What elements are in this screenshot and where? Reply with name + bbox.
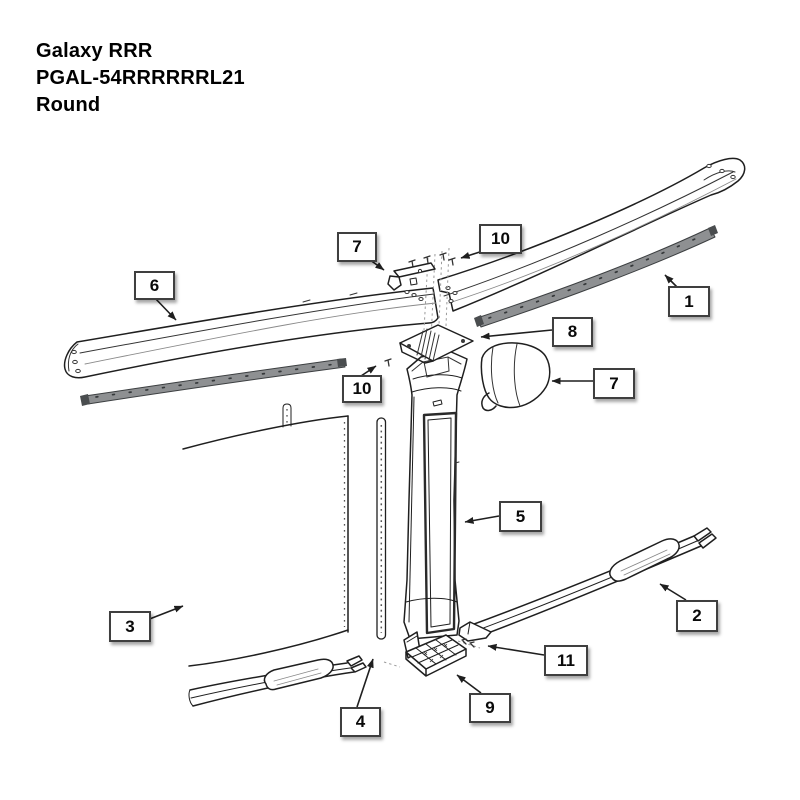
arrow-11 (487, 643, 545, 656)
joiner-plate (399, 324, 474, 364)
callout-2-bottom-rail: 2 (676, 600, 718, 632)
callout-3-wall-panel: 3 (109, 611, 151, 642)
upright-post (403, 350, 468, 640)
callout-6-top-rail-left: 6 (134, 271, 175, 300)
wall-bar (376, 417, 387, 640)
callout-9-foot-plate: 9 (469, 693, 511, 723)
arrow-4 (356, 658, 374, 708)
callout-4-wall-bar: 4 (340, 707, 381, 737)
arrow-8 (480, 329, 553, 340)
top-rail-left (63, 287, 439, 379)
arrow-9 (456, 674, 482, 694)
callout-7-top-cap-large: 7 (593, 368, 635, 399)
callout-5-upright: 5 (499, 501, 542, 532)
arrow-1 (664, 274, 679, 289)
bottom-screws (383, 638, 481, 668)
title-part-number: PGAL-54RRRRRRL21 (36, 67, 245, 89)
arrow-2 (659, 583, 687, 601)
callout-10-top-screws: 10 (479, 224, 522, 254)
top-cap-small (387, 262, 436, 291)
callout-10-mid-screw: 10 (342, 375, 382, 403)
foot-plate (403, 631, 467, 677)
title-model: Galaxy RRR (36, 40, 153, 62)
bottom-rail-left (188, 655, 367, 707)
arrow-3 (146, 605, 184, 621)
rail-track-left (80, 358, 347, 406)
top-rail-right (437, 157, 746, 312)
arrow-5 (464, 515, 500, 524)
bottom-rail-right (458, 527, 717, 642)
diagram-title: Galaxy RRR PGAL-54RRRRRRL21 Round (36, 38, 245, 119)
wall-panel (182, 403, 349, 667)
arrow-6 (152, 295, 177, 321)
callout-arrows (146, 249, 687, 708)
top-cap-large (480, 342, 551, 412)
callout-7-top-cap-small: 7 (337, 232, 377, 262)
arrow-10-mid (360, 365, 377, 377)
title-shape: Round (36, 94, 101, 116)
mid-screw (384, 358, 392, 367)
callout-1-rail-track: 1 (668, 286, 710, 317)
callout-8-joiner-plate: 8 (552, 317, 593, 347)
callout-11-bottom-screws: 11 (544, 645, 588, 676)
rail-track-right (474, 225, 718, 328)
